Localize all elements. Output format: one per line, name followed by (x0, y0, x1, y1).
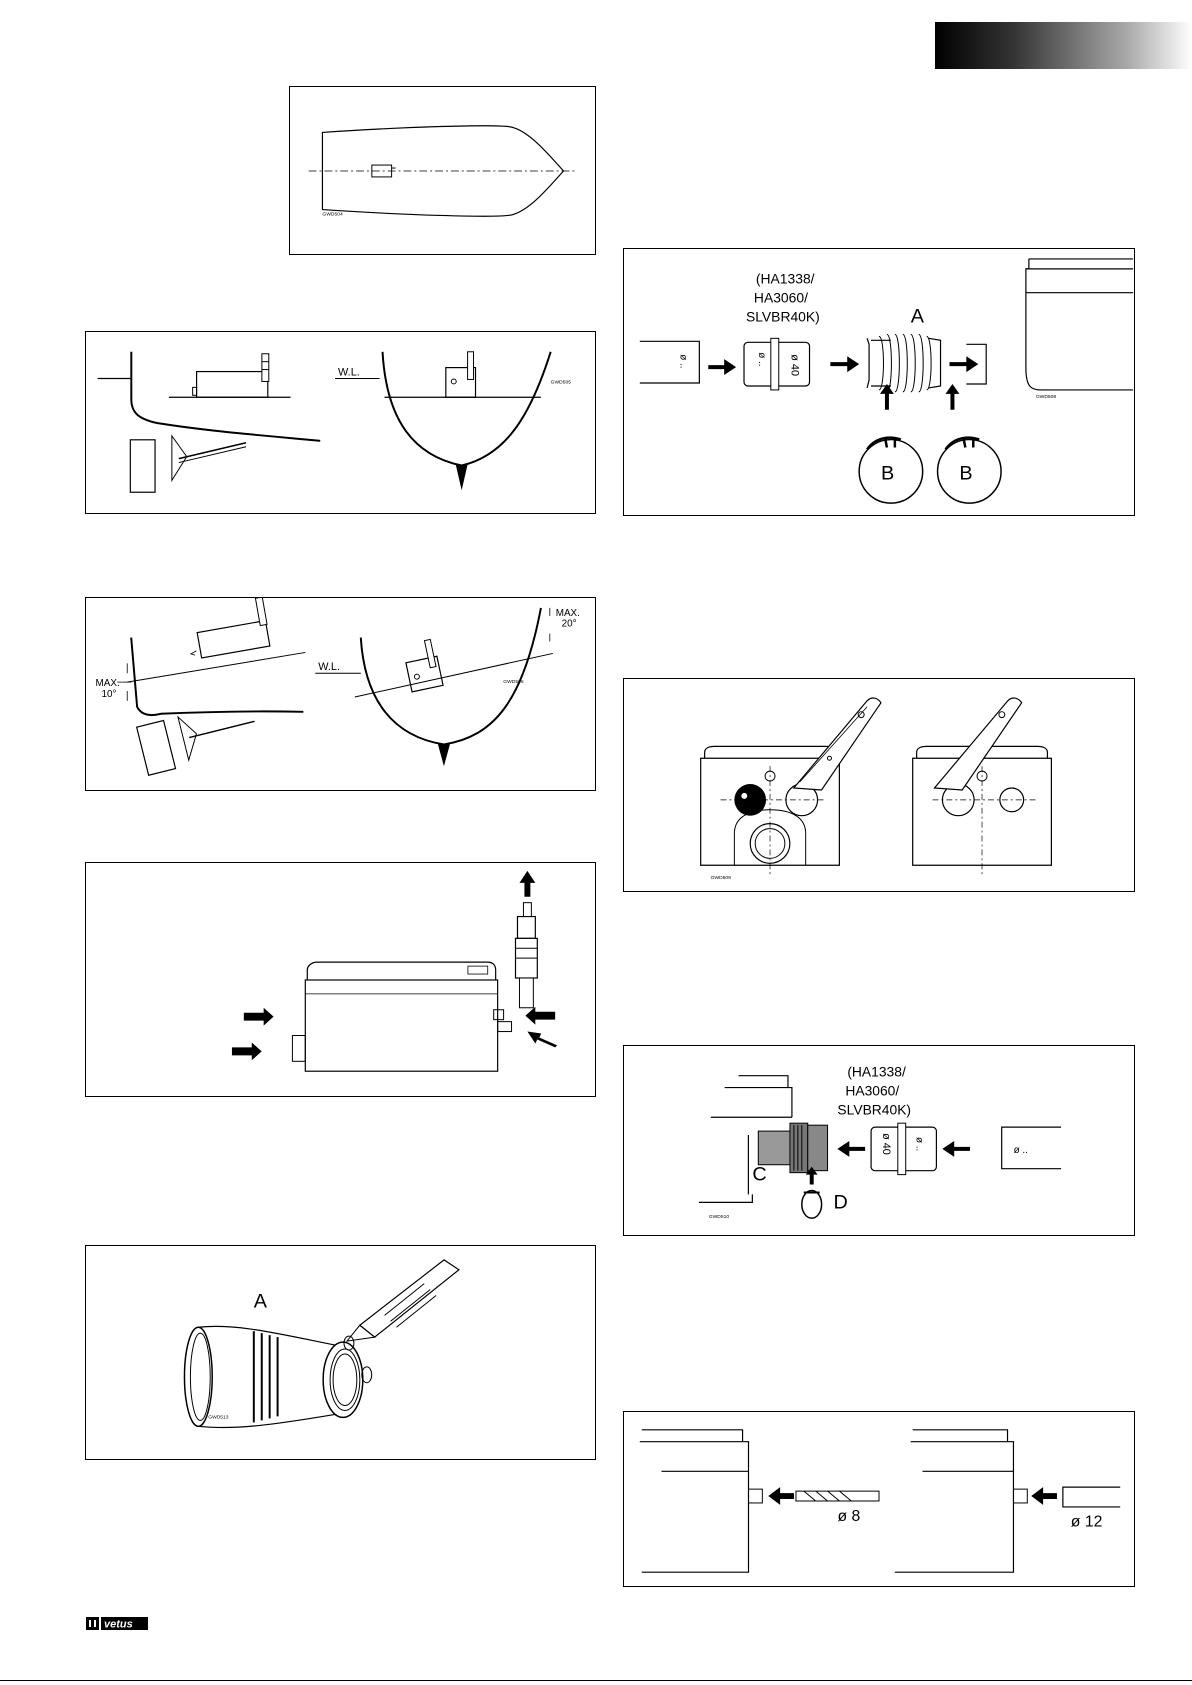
adapter-text-1: (HA1338/ (847, 1064, 906, 1080)
figure-code: GWD504 (322, 211, 343, 217)
adapter-text-1: (HA1338/ (756, 271, 815, 287)
vetus-logo: vetus (86, 1617, 148, 1630)
figure-inlet-assembly: (HA1338/ HA3060/ SLVBR40K) C D ø 40 ø ..… (623, 1045, 1135, 1236)
figure-code: GWD513 (208, 1414, 229, 1420)
part-label-a: A (254, 1290, 268, 1312)
part-label-d: D (833, 1191, 847, 1213)
part-label-b2: B (959, 462, 972, 484)
pipe-diameter: ø .. (1014, 1145, 1028, 1156)
figure-code: GWD509 (711, 875, 732, 881)
angle-label-left: 10° (101, 689, 116, 700)
waterline-label: W.L. (338, 367, 360, 379)
adapter-text-3: SLVBR40K) (837, 1101, 911, 1117)
figure-vent-drill: ø 8 ø 12 (623, 1411, 1135, 1587)
adapter-diameter-left: ø 40 (880, 1133, 892, 1155)
figure-hose-assembly: (HA1338/ HA3060/ SLVBR40K) A ø .. ø .. ø… (623, 248, 1135, 516)
figure-hull-top-view: GWD504 (289, 86, 596, 255)
figure-code: GWD506 (503, 679, 524, 685)
adapter-diameter-right: ø 40 (789, 354, 801, 376)
figure-code: GWD505 (551, 379, 572, 385)
figure-connections (85, 862, 596, 1097)
logo-text: vetus (104, 1619, 133, 1631)
adapter-diameter-right: ø .. (914, 1137, 925, 1151)
adapter-text-2: HA3060/ (754, 290, 808, 306)
figure-install-level: W.L. GWD505 (85, 331, 596, 514)
figure-cut-inlet: GWD509 (623, 678, 1135, 892)
part-label-c: C (752, 1164, 766, 1186)
footer-rule (0, 1680, 1192, 1681)
figure-code: GWD508 (1036, 394, 1057, 400)
part-label-b1: B (881, 462, 894, 484)
pipe-diameter: ø 12 (1071, 1514, 1103, 1531)
waterline-label: W.L. (318, 661, 340, 673)
figure-install-tilt: MAX. 10° W.L. GWD506 MAX. 20° (85, 597, 596, 791)
adapter-text-3: SLVBR40K) (746, 308, 820, 324)
max-label-left: MAX. (96, 678, 120, 689)
section-tab (935, 22, 1192, 69)
part-label-a: A (911, 305, 925, 327)
angle-label-right: 20° (562, 619, 577, 630)
adapter-diameter-left: ø .. (756, 352, 767, 366)
pipe-diameter: ø .. (677, 354, 688, 368)
figure-cut-hose: A GWD513 (85, 1245, 596, 1460)
figure-code: GWD510 (709, 1214, 730, 1220)
max-label-right: MAX. (556, 608, 580, 619)
adapter-text-2: HA3060/ (845, 1082, 899, 1098)
drill-diameter: ø 8 (837, 1508, 860, 1525)
